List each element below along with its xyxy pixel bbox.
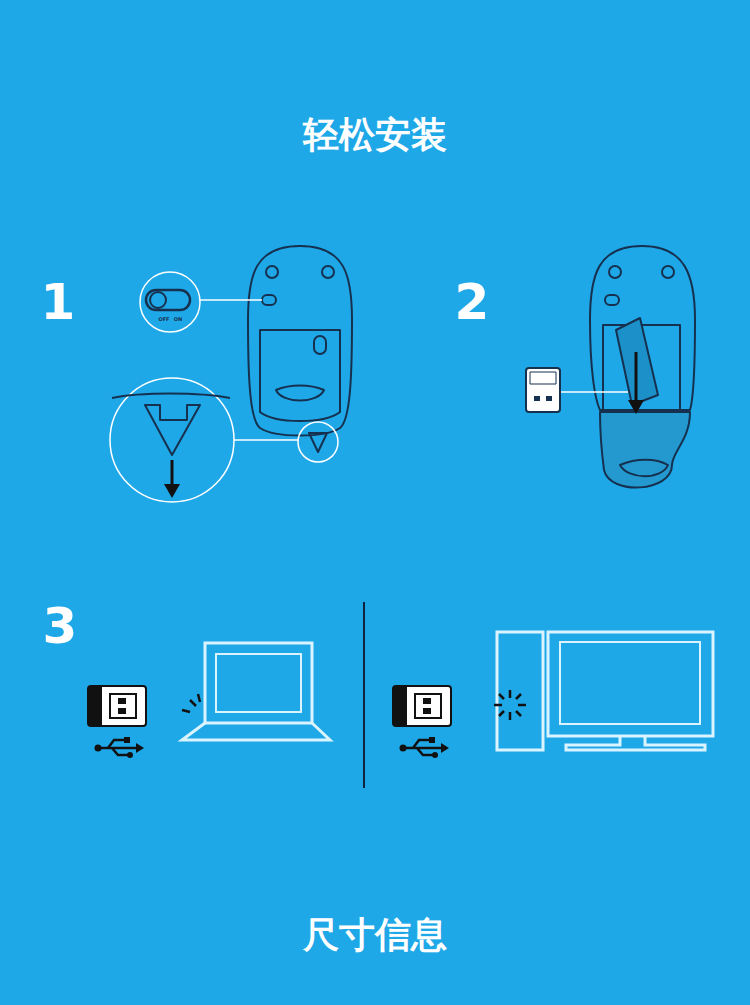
mouse-step2	[526, 246, 695, 488]
desktop-computer	[497, 632, 713, 750]
section-heading: 尺寸信息	[303, 911, 447, 960]
mouse-step1	[110, 246, 352, 502]
down-arrow	[164, 460, 180, 498]
step-number: 1	[41, 273, 76, 331]
laptop	[182, 643, 330, 740]
page-heading: 轻松安装	[303, 111, 447, 160]
switch-label: OFF	[158, 316, 169, 322]
port-signal	[494, 690, 526, 720]
divider-line	[363, 602, 365, 788]
port-signal	[182, 694, 200, 712]
step-number: 3	[43, 597, 78, 655]
step-number: 2	[455, 273, 490, 331]
switch-label: ON	[174, 316, 182, 322]
